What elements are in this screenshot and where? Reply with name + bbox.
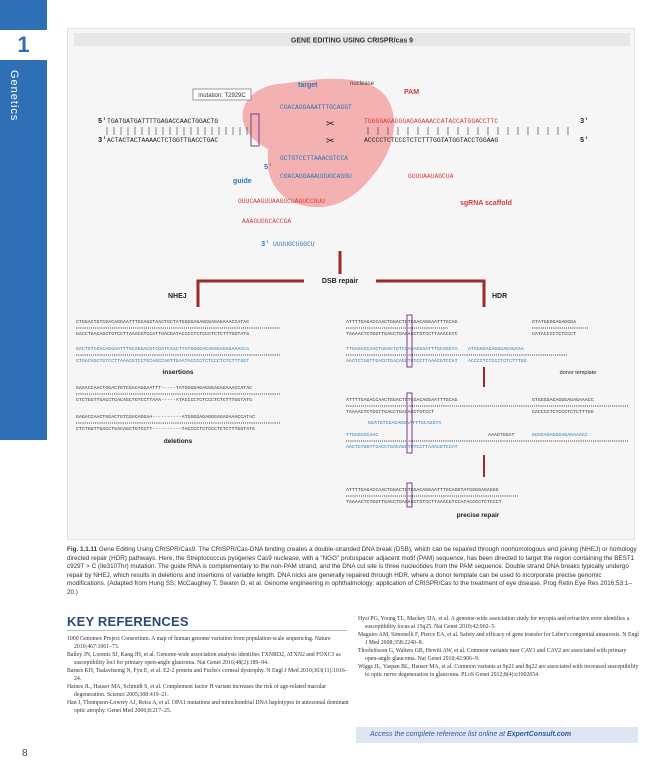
guide-target-seq: CGACAGGAAATTTGCAGGT	[280, 104, 352, 111]
nuclease-label: nuclease	[350, 81, 375, 87]
guide-label: guide	[233, 178, 252, 185]
hdr-pair-ticks	[346, 327, 628, 497]
dna-bot-strand: ACTACTACTAAAACTCTGGTTGACCTGAC	[107, 137, 218, 144]
reference-item: Bailey JN, Loomis SJ, Kang JH, et al. Ge…	[67, 652, 341, 666]
guide-rna-seq-1: GCTGTCCTTAAACGTCCA	[280, 155, 348, 162]
hdr-right-row: CACCCCTCTCCCTCTCTTTGG	[532, 409, 594, 415]
chapter-tab: 1 Genetics	[0, 0, 47, 768]
chapter-title: Genetics	[8, 70, 20, 122]
dna-basepair-ticks	[106, 127, 569, 135]
access-text: Access the complete reference list onlin…	[370, 731, 507, 738]
dna-top-3prime: 3'	[580, 118, 588, 126]
hdr-mutation-marker-2	[406, 392, 413, 454]
reference-item: Hysi PG, Young TL, Mackey DA, et al. A g…	[358, 616, 630, 630]
references-right-column: Hysi PG, Young TL, Mackey DA, et al. A g…	[358, 616, 640, 680]
chapter-number: 1	[0, 30, 47, 60]
precise-repair-label: precise repair	[457, 512, 500, 519]
caption-label: Fig. 1.1.11	[67, 546, 98, 553]
dna-bot-3prime: 3'	[98, 137, 106, 145]
dna-top-pam-strand: TGGGGAGAGGGAGAGAAACCATACCATGGACCTTC	[364, 118, 498, 125]
hdr-right-row: ACCCCTCTCCCTCTCTTTGG	[468, 358, 527, 364]
insertions-label: insertions	[162, 369, 193, 376]
hdr-seq-row: AACTCTGGTTGACCTGACAGCTGTCCTTAAACGTCCAT	[346, 358, 458, 364]
figure-caption: Fig. 1.1.11 Gene Editing Using CRISPR/Ca…	[67, 546, 637, 598]
crispr-figure: GENE EDITING USING CRISPR/cas 9 target n…	[67, 28, 635, 540]
figure-title: GENE EDITING USING CRISPR/cas 9	[291, 38, 413, 45]
donor-template-label: donor template	[560, 370, 597, 376]
caption-text: Gene Editing Using CRISPR/Cas9. The CRIS…	[67, 546, 637, 596]
reference-item: Han J, Thompson-Lowrey AJ, Reiss A, et a…	[67, 700, 349, 715]
deletions-label: deletions	[164, 438, 193, 445]
nhej-seq-row: CTCTGGTTGACCTGACAGCTGTCCTT----------TACC…	[76, 426, 255, 432]
hdr-right-row: GTATGGGGAGAGGGA	[532, 319, 576, 325]
reference-item: Maguire AM, Simonelli F, Pierce EA, et a…	[358, 632, 639, 646]
nhej-seq-row: GAGACCAACTGGACTGTCGACAGGAA----------ATGG…	[76, 414, 255, 420]
dsb-repair-label: DSB repair	[322, 278, 358, 285]
nhej-seq-row: CTGACAGCTGTCCTTAAACGTCCTGCAGCCAGTTGAATAC…	[76, 358, 249, 364]
nhej-label: NHEJ	[168, 293, 187, 300]
mutation-box	[192, 88, 252, 101]
hdr-seq-row: AACTCTGGTTGACCTGACAGCTGTCCTTAAACGTCCAT	[346, 444, 458, 450]
mutation-site-marker	[250, 113, 260, 147]
pam-label: PAM	[404, 89, 419, 96]
hdr-right-row: GTGGGGAGAGGGAGAGAAACC	[532, 397, 594, 403]
references-left-column: 1000 Genomes Project Consortium. A map o…	[67, 636, 349, 716]
nhej-seq-row: CTCTGGTTGACCTGACAGCTGTCCTTAAA-----ATACCC…	[76, 397, 252, 403]
hdr-seq-row: TAAAACTCTGGTTGACCTGACAGCTGTCCTTAAACGTCCA…	[346, 499, 502, 505]
hdr-right-row: GGGGAGAGGGAGAGAAACC	[532, 432, 588, 438]
access-reference-banner: Access the complete reference list onlin…	[356, 727, 638, 743]
cas9-nuclease-shape	[242, 78, 395, 208]
hdr-label: HDR	[492, 293, 507, 300]
hdr-seq-row: TAAAACTCTGGTTGACCTGACAGCTGTCCT	[346, 409, 434, 415]
dna-top-strand: TGATGATGATTTTGAGACCAACTGGACTG	[107, 118, 218, 125]
expertconsult-link[interactable]: ExpertConsult.com	[506, 731, 572, 738]
nhej-seq-row: CTGGACTGTCGACAGGAATTTGCAGGTAACTGCTATGGGG…	[76, 319, 249, 325]
guide-5prime: 5'	[264, 164, 272, 172]
reference-item: Wiggs JL, Yaspan BL, Hauser MA, et al. C…	[358, 664, 639, 679]
hdr-seq-row: ATTTTGAGACCAACTGGACTGTCGACAGGAATTTGCAG	[346, 397, 458, 403]
nhej-seq-row: GAGACCAACTGGACTGTCGACAGGAATTT-----TATGGG…	[76, 385, 252, 391]
references-heading: KEY REFERENCES	[67, 614, 189, 629]
scaffold-tail-seq: UUUUGCUGGCU	[273, 241, 315, 248]
reference-item: Thorleifsson G, Walters GB, Hewitt AW, e…	[358, 648, 627, 662]
hdr-seq-row: ATTTTGAGACCAACTGGACTGTCGACAGGAATTTGCAG	[346, 319, 458, 325]
tail-3prime: 3'	[261, 241, 269, 249]
reference-item: 1000 Genomes Project Consortium. A map o…	[67, 636, 331, 650]
scissors-icon-bottom: ✂	[326, 134, 335, 150]
hdr-seq-row: TAAAACTCTGGTTGACCTGACAGCTGTCCTTAAACGTC	[346, 331, 458, 337]
hdr-seq-row: TTGAGACCAAC	[346, 432, 378, 438]
hdr-seq-row: ATTTTGAGACCAACTGGACTGTCGACAGGAATTTGCAGGT…	[346, 487, 499, 493]
hdr-mutation-marker-1	[406, 314, 413, 368]
nhej-seq-row: GACTGTCGACAGGAATTTGCAGGACGTCGGTCAACTTATG…	[76, 346, 249, 352]
chapter-tab-band	[0, 0, 47, 440]
scissors-icon-top: ✂	[326, 117, 335, 133]
scaffold-seq-1: GUUUAAUAGCUA	[408, 173, 454, 180]
scaffold-loop-seq: AAAGUGGCACCGA	[242, 218, 291, 225]
hdr-seq-row: TTGAGACCAACTGGACTGTCGACAGGAATTTGCAGGTA	[346, 346, 458, 352]
reference-item: Barnes KH, Tsalavitsong N, Fyu E, et al.…	[67, 668, 348, 682]
dna-bot-pam-strand: ACCCCTCTCCCTCTCTTTGGTATGGTACCTGGAAG	[364, 137, 498, 144]
dna-bot-5prime: 5'	[580, 137, 588, 145]
figure-title-bar	[74, 33, 630, 46]
hdr-right-row: CATACCCCTCTCCCT	[532, 331, 576, 337]
dna-top-5prime: 5'	[98, 118, 106, 126]
nhej-seq-row: GACCTGACAGCTGTCCTTAAACGTCCATTGACGATACCCC…	[76, 331, 249, 337]
mutation-label: mutation: T2929C	[198, 93, 246, 99]
arrow-hdr	[376, 279, 486, 307]
hdr-mutation-marker-3	[406, 482, 413, 508]
arrow-nhej	[196, 279, 304, 307]
reference-item: Haines JL, Hauser MA, Schmidt S, et al. …	[67, 684, 327, 699]
hdr-right-row: AAAGTGGAT	[488, 432, 514, 438]
scaffold-label: sgRNA scaffold	[460, 200, 512, 207]
references-divider	[67, 630, 347, 631]
scaffold-seq-2: GUUCAAGUUAAGGCUAGUCCGUU	[238, 198, 325, 205]
hdr-right-row: ATGGGGAGAGGGAGAGAAA	[468, 346, 524, 352]
guide-rna-seq-2: CGACAGGAAAUUUGCAGGU	[280, 173, 352, 180]
crispr-diagram: GENE EDITING USING CRISPR/cas 9 target n…	[74, 33, 630, 519]
hdr-seq-row: GGATGTCGACAGGAATTTGCAGGTA	[368, 420, 441, 426]
target-label: target	[298, 82, 318, 89]
page-number: 8	[22, 748, 28, 759]
